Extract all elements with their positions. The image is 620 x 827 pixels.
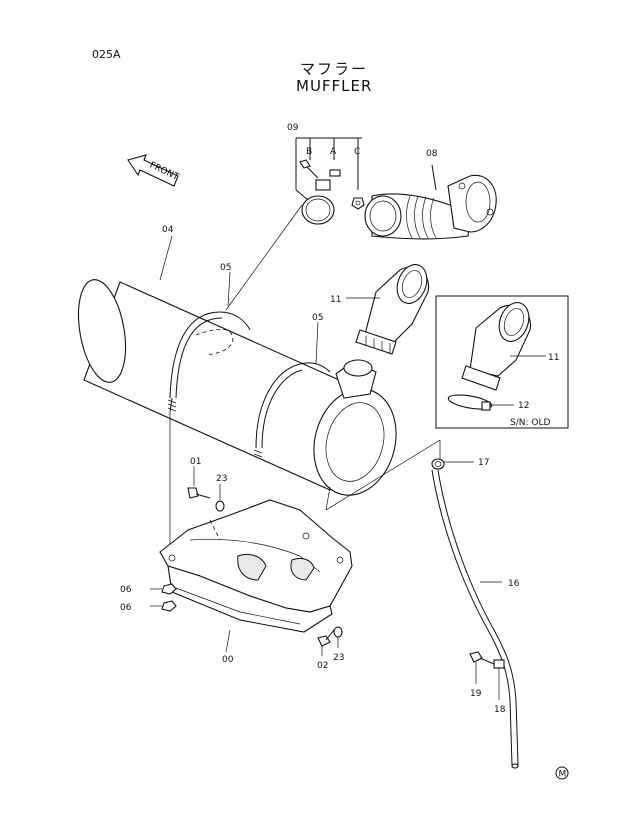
callout-12: 12 <box>518 401 529 411</box>
exhaust-pipe-08 <box>364 164 497 240</box>
clip-bolt-19 <box>469 651 495 684</box>
hose-clip-18 <box>493 659 505 700</box>
callout-17: 17 <box>478 458 489 468</box>
page-title: MUFFLER <box>296 77 373 95</box>
callout-23-lower: 23 <box>333 653 344 663</box>
muffler-band-05-left <box>167 311 251 413</box>
bolt-02 <box>317 629 335 656</box>
callout-16: 16 <box>508 579 520 589</box>
hose-clamp-17 <box>431 458 474 470</box>
tailpipe-elbow-11 <box>355 264 430 355</box>
muffler-band-05-right <box>253 362 331 458</box>
callout-02: 02 <box>317 661 328 671</box>
washer-23-lower <box>333 626 343 648</box>
washer-23-upper <box>215 484 225 512</box>
front-direction-arrow: FRONT <box>127 154 180 187</box>
callout-c: C <box>354 147 360 157</box>
callout-11: 11 <box>330 295 341 305</box>
muffler-bracket-00 <box>159 499 353 633</box>
nut-06-upper <box>150 583 177 595</box>
svg-text:M: M <box>559 770 567 780</box>
bolt-01 <box>187 466 211 499</box>
callout-05-right: 05 <box>312 313 323 323</box>
muffler-outlet <box>335 359 377 399</box>
callout-01: 01 <box>190 457 201 467</box>
callout-23-upper: 23 <box>216 474 227 484</box>
page-code: 025A <box>92 48 121 61</box>
inset-serial-note: S/N: OLD <box>510 418 550 428</box>
clamp-assembly-09 <box>295 137 365 225</box>
callout-18: 18 <box>494 705 506 715</box>
callout-06-lower: 06 <box>120 603 132 613</box>
callout-06-upper: 06 <box>120 585 132 595</box>
callout-b: B <box>306 147 312 157</box>
callout-09: 09 <box>287 123 299 133</box>
callout-a: A <box>330 147 337 157</box>
callout-04: 04 <box>162 225 174 235</box>
manual-mark-icon: M <box>555 766 569 780</box>
callout-11-inset: 11 <box>548 353 559 363</box>
callout-19: 19 <box>470 689 482 699</box>
muffler-body-04 <box>77 279 397 496</box>
old-serial-inset <box>435 295 569 429</box>
drain-hose-16 <box>431 469 519 769</box>
nut-06-lower <box>150 600 177 612</box>
callout-00: 00 <box>222 655 234 665</box>
callout-05-left: 05 <box>220 263 231 273</box>
callout-08: 08 <box>426 149 438 159</box>
page-title-japanese: マフラー <box>300 60 369 78</box>
